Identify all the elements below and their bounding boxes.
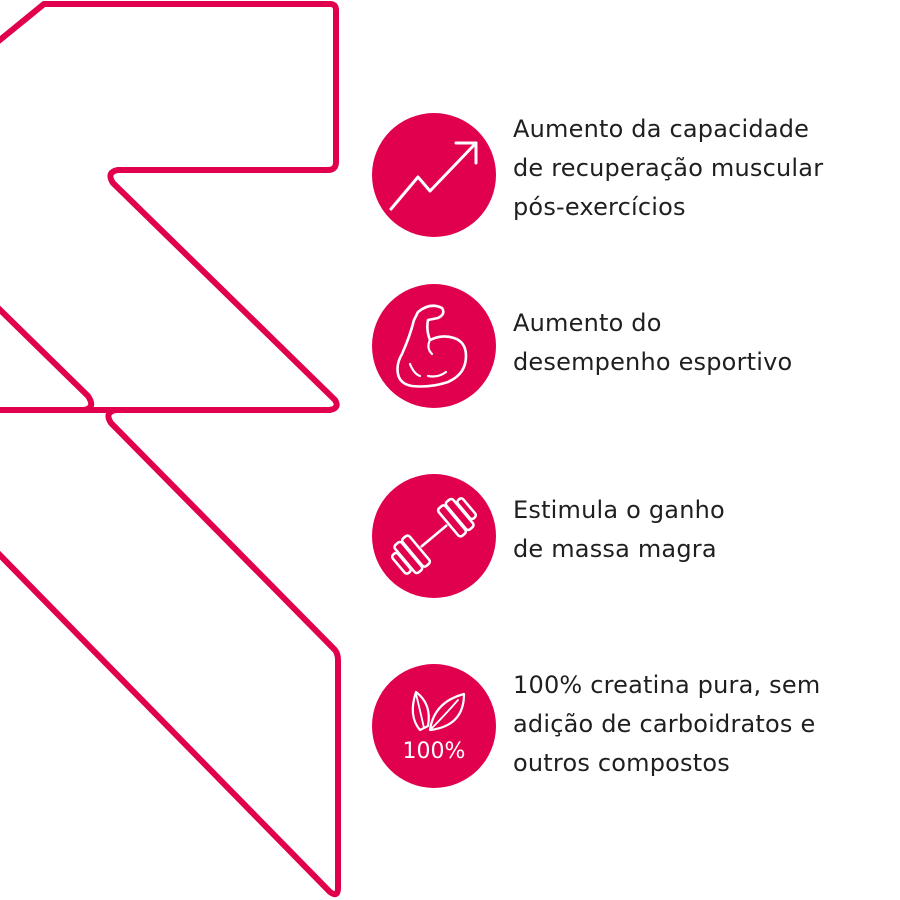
leaf-100-percent-icon: 100% — [403, 690, 466, 764]
benefit-text: 100% creatina pura, sem adição de carboi… — [513, 666, 893, 783]
flexed-bicep-icon — [396, 304, 468, 388]
benefit-line: de massa magra — [513, 535, 717, 563]
trending-up-arrow-icon — [389, 141, 478, 211]
benefit-line: 100% creatina pura, sem — [513, 671, 821, 699]
benefit-line: pós-exercícios — [513, 193, 686, 221]
benefit-line: de recuperação muscular — [513, 154, 824, 182]
benefit-line: adição de carboidratos e — [513, 710, 816, 738]
benefit-line: Aumento da capacidade — [513, 115, 810, 143]
zigzag-upper-shape — [0, 1, 340, 413]
benefit-text: Estimula o ganho de massa magra — [513, 491, 893, 569]
badge-percent-label: 100% — [403, 739, 466, 764]
zigzag-middle-shape — [0, 305, 95, 413]
benefit-text: Aumento da capacidade de recuperação mus… — [513, 110, 893, 227]
benefit-line: Estimula o ganho — [513, 496, 725, 524]
benefit-badge — [372, 474, 496, 598]
benefit-line: outros compostos — [513, 749, 730, 777]
benefit-text: Aumento do desempenho esportivo — [513, 304, 893, 382]
dumbbell-icon — [390, 497, 478, 575]
benefit-line: desempenho esportivo — [513, 348, 793, 376]
benefit-badge — [372, 113, 496, 237]
benefit-badge: 100% — [372, 664, 496, 788]
zigzag-lower-shape — [0, 407, 341, 898]
benefit-badge — [372, 284, 496, 408]
benefit-line: Aumento do — [513, 309, 662, 337]
